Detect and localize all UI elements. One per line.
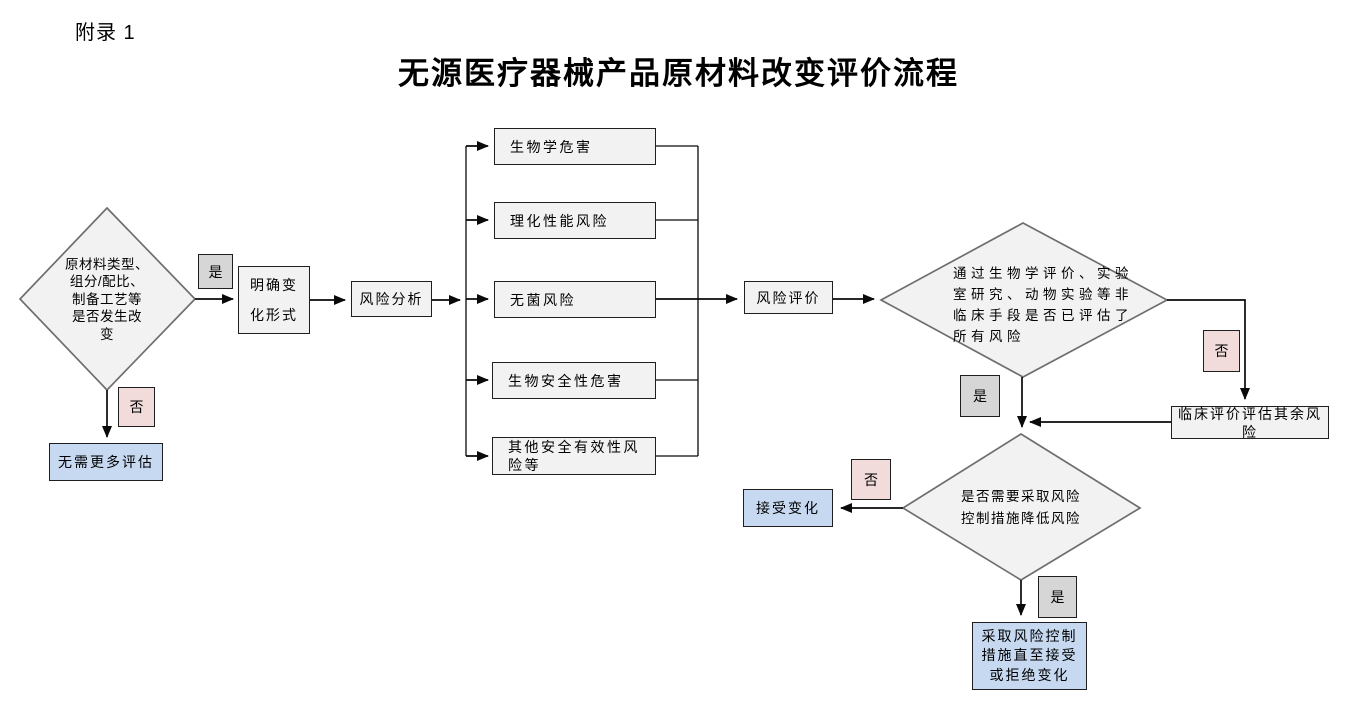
node-hazard-other: 其他安全有效性风险等 [492,437,656,475]
branch-no-control: 否 [851,459,891,500]
start-decision-text: 原材料类型、 组分/配比、 制备工艺等 是否发生改 变 [65,256,149,342]
node-no-more-evaluation: 无需更多评估 [49,443,163,481]
nonclinical-decision-text: 通过生物学评价、实验 室研究、动物实验等非 临床手段是否已评估了 所有风险 [953,266,1133,344]
node-take-risk-control-measures: 采取风险控制 措施直至接受 或拒绝变化 [972,622,1087,690]
node-define-change: 明确变 化形式 [238,266,310,334]
node-hazard-biosafety: 生物安全性危害 [492,362,656,399]
node-risk-analysis: 风险分析 [351,281,432,317]
branch-yes-start: 是 [198,254,233,289]
page-title: 无源医疗器械产品原材料改变评价流程 [398,56,959,91]
arrow-connectors [102,141,1250,616]
plain-connectors [465,145,699,457]
node-clinical-evaluation: 临床评价评估其余风险 [1171,406,1329,440]
branch-no-start: 否 [118,387,155,427]
decision-diamond-shapes [18,206,1169,581]
node-hazard-biological: 生物学危害 [494,128,656,165]
branch-no-nonclinical: 否 [1203,330,1240,372]
node-accept-change: 接受变化 [743,489,833,527]
annex-label: 附录 1 [75,22,136,44]
node-hazard-physicochemical: 理化性能风险 [494,202,656,239]
branch-yes-nonclinical: 是 [960,375,1000,417]
control-decision-text: 是否需要采取风险 控制措施降低风险 [961,489,1081,526]
branch-yes-control: 是 [1038,576,1077,618]
node-risk-evaluation: 风险评价 [744,281,833,314]
nonclinical-decision-diamond [879,222,1169,378]
node-hazard-sterility: 无菌风险 [494,281,656,318]
